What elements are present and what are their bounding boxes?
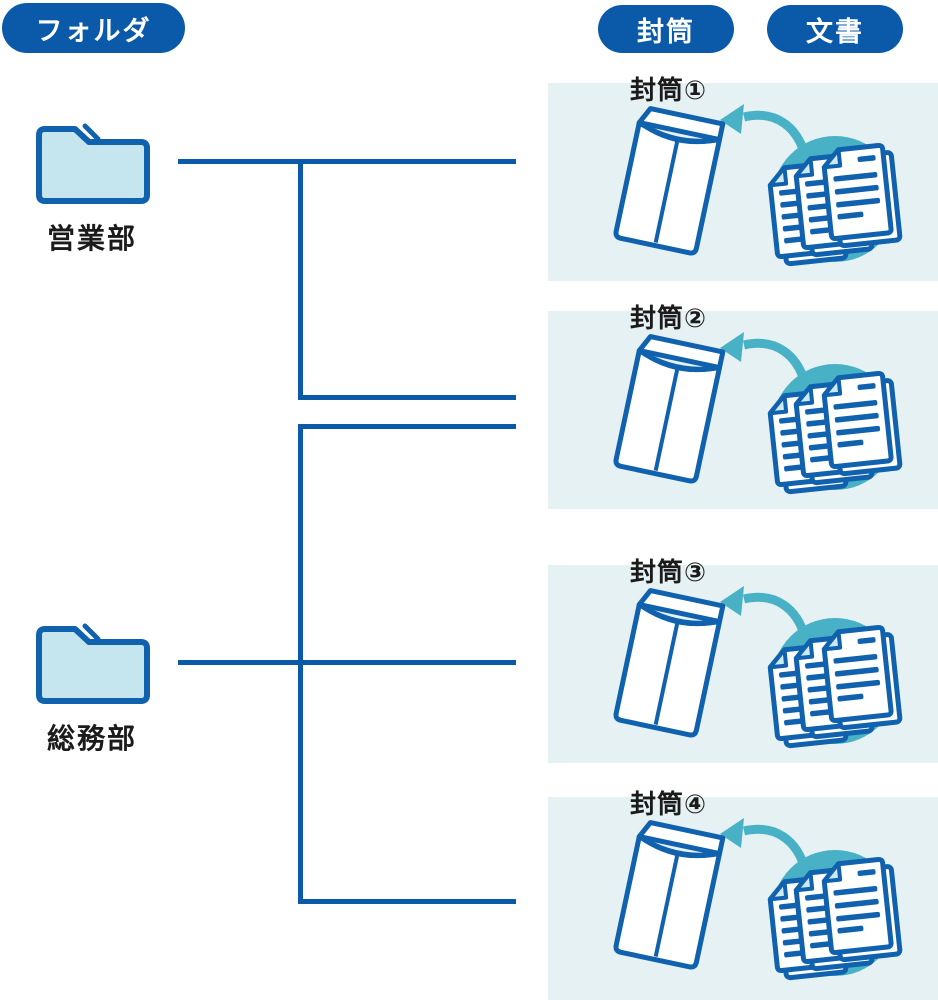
arrow-head: [720, 104, 744, 134]
envelope-fill-illustration: [613, 104, 903, 267]
envelope-fill-illustration: [613, 332, 903, 495]
folder-icon: [36, 623, 150, 704]
connector-sales-to-envelope1: [178, 159, 516, 164]
envelope-panel-label: 封筒③: [630, 558, 708, 588]
arrow-head: [720, 332, 744, 362]
connector-general-to-envelope4: [298, 899, 516, 904]
connector-sales-to-envelope2: [298, 395, 516, 400]
folder-node-sales: 営業部: [35, 111, 185, 257]
envelope-icon: [613, 820, 726, 970]
connector-general-to-envelope2: [298, 424, 516, 429]
document-icon: [821, 370, 903, 477]
envelope-panel-label: 封筒②: [630, 304, 708, 334]
envelope-icon: [613, 334, 726, 484]
document-legend-badge: 文書: [767, 5, 903, 53]
arrow-head: [720, 818, 744, 848]
connector-general-to-envelope3: [178, 660, 516, 665]
document-icon: [821, 856, 903, 963]
document-icon: [821, 624, 903, 731]
arrow-head: [720, 586, 744, 616]
document-icon: [821, 142, 903, 249]
folder-legend-badge: フォルダ: [2, 3, 185, 53]
envelope-panel: 封筒②: [548, 304, 938, 509]
envelope-panel: 封筒①: [548, 76, 938, 281]
envelope-fill-illustration: [613, 818, 903, 981]
connector-sales-branch-vertical: [298, 159, 303, 400]
folder-node-general-affairs: 総務部: [35, 611, 185, 757]
envelope-fill-illustration: [613, 586, 903, 749]
envelope-icon: [613, 106, 726, 256]
envelope-panel-label: 封筒④: [630, 790, 708, 820]
folder-label: 総務部: [47, 722, 138, 755]
folder-icon: [36, 123, 150, 204]
envelope-panel-label: 封筒①: [630, 76, 708, 106]
folder-label: 営業部: [47, 222, 138, 255]
envelope-panel: 封筒④: [548, 790, 938, 1000]
envelope-legend-badge: 封筒: [598, 5, 734, 53]
envelope-panel: 封筒③: [548, 558, 938, 763]
envelope-icon: [613, 588, 726, 738]
